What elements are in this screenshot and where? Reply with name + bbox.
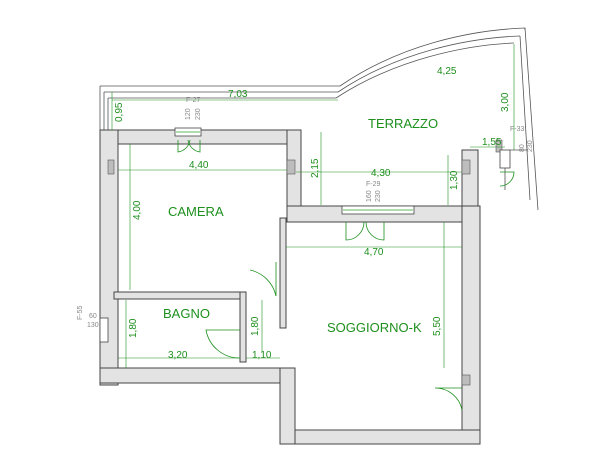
dim-camera-depth: 4,00 xyxy=(132,200,143,220)
room-label-bagno: BAGNO xyxy=(163,306,210,321)
fixture-f55-top: 60 xyxy=(89,313,97,320)
fixture-f27-bottom: 230 xyxy=(195,108,202,120)
terrace-outline xyxy=(99,27,539,211)
walls xyxy=(99,129,481,445)
dim-hall-depth: 1,80 xyxy=(250,316,261,336)
fixture-f33-top: 80 xyxy=(519,144,526,152)
fixture-f27-code: F-27 xyxy=(186,97,201,104)
dimension-lines xyxy=(111,44,515,368)
dim-terrace-width-right: 4,30 xyxy=(371,168,391,179)
fixture-f27-top: 120 xyxy=(185,108,192,120)
dim-terrace-width: 7,03 xyxy=(228,89,248,100)
fixture-f29-code: F-29 xyxy=(366,181,381,188)
dim-terrace-depth-right: 3,00 xyxy=(500,92,511,112)
columns xyxy=(107,139,503,386)
fixture-f55-code: F-55 xyxy=(77,306,84,321)
dim-terrace-side: 1,55 xyxy=(482,137,502,148)
dim-terrace-depth-small: 1,30 xyxy=(449,170,460,190)
dim-terrace-mid: 2,15 xyxy=(310,158,321,178)
dim-soggiorno-depth: 5,50 xyxy=(432,316,443,336)
windows xyxy=(99,127,511,343)
fixture-f29-top: 160 xyxy=(366,190,373,202)
dim-bagno-width: 3,20 xyxy=(168,350,188,361)
fixture-f33-code: F-33 xyxy=(510,126,525,133)
fixture-f33-bottom: 230 xyxy=(527,140,534,152)
fixture-f55-bottom: 130 xyxy=(87,322,99,329)
dim-soggiorno-width: 4,70 xyxy=(364,247,384,258)
dim-terrace-curve: 4,25 xyxy=(437,66,457,77)
doors xyxy=(177,139,515,411)
room-label-soggiorno: SOGGIORNO-K xyxy=(327,320,422,335)
room-label-terrazzo: TERRAZZO xyxy=(368,116,438,131)
dim-bagno-depth: 1,80 xyxy=(128,318,139,338)
room-label-camera: CAMERA xyxy=(168,204,224,219)
dim-hall-width: 1,10 xyxy=(252,350,272,361)
dim-camera-width: 4,40 xyxy=(189,160,209,171)
fixture-f29-bottom: 230 xyxy=(375,190,382,202)
dim-terrace-depth-left: 0,95 xyxy=(114,102,125,122)
